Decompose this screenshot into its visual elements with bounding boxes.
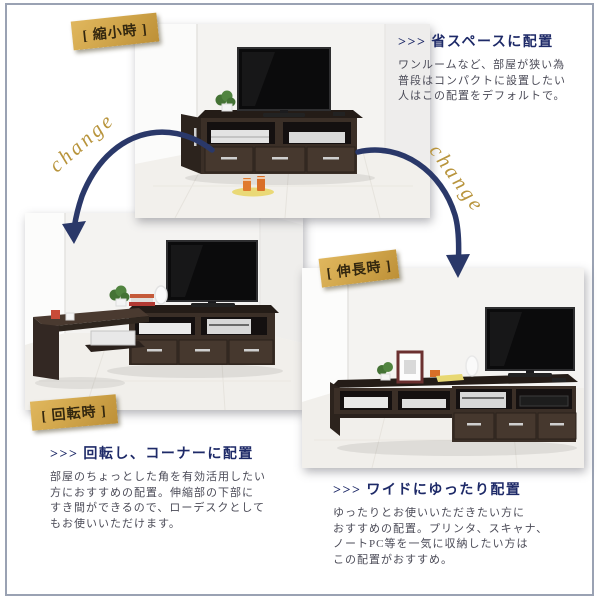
compact-description: ワンルームなど、部屋が狭い為 普段はコンパクトに設置したい 人はこの配置をデフォ…: [398, 59, 566, 102]
desk-shadow: [35, 377, 125, 389]
section-extended-text: >>> ワイドにゆったり配置 ゆったりとお使いいただきたい方に おすすめの配置。…: [333, 479, 573, 568]
av-device: [519, 395, 569, 407]
tv: [485, 307, 575, 377]
plant: [377, 362, 393, 381]
audio-component: [460, 392, 506, 408]
plant: [215, 90, 236, 112]
tv-board-main: [125, 305, 279, 365]
rotated-description: 部屋のちょっとした角を有効活用したい 方におすすめの配置。伸縮部の下部に すき間…: [50, 471, 266, 530]
rotated-room-illustration: [25, 213, 303, 410]
tag-rotated-state: [ 回転時 ]: [29, 394, 119, 431]
extended-heading: >>> ワイドにゆったり配置: [333, 483, 522, 498]
av-device: [344, 397, 388, 408]
remote-control: [552, 378, 566, 382]
picture-frame: [396, 350, 424, 384]
orange-item: [430, 370, 440, 377]
av-device: [139, 323, 191, 334]
compact-heading: >>> 省スペースに配置: [398, 35, 554, 50]
board-shadow: [185, 171, 375, 185]
section-rotated-text: >>> 回転し、コーナーに配置 部屋のちょっとした角を有効活用したい 方におすす…: [50, 443, 285, 532]
photo-rotated-placement: [25, 213, 303, 410]
cups: [51, 310, 75, 321]
rotated-heading: >>> 回転し、コーナーに配置: [50, 447, 254, 462]
board-shadow: [337, 440, 577, 456]
tv: [237, 47, 331, 117]
extended-description: ゆったりとお使いいただきたい方に おすすめの配置。プリンタ、スキャナ、 ノートP…: [333, 507, 549, 566]
books-stack: [129, 294, 155, 306]
av-device: [289, 132, 345, 143]
yellow-notebook: [436, 374, 464, 382]
section-compact-text: >>> 省スペースに配置 ワンルームなど、部屋が狭い為 普段はコンパクトに設置し…: [398, 31, 588, 105]
tv-board-long: [330, 374, 578, 442]
audio-component: [207, 319, 251, 334]
plant: [109, 285, 130, 307]
lamp: [154, 285, 168, 305]
extension-desk: [33, 308, 149, 380]
change-label-left: change: [44, 107, 120, 177]
av-device: [402, 399, 446, 408]
compact-room-illustration: [135, 24, 430, 218]
tv-board: [181, 110, 363, 174]
photo-extended-placement: [302, 268, 584, 468]
extended-room-illustration: [302, 268, 584, 468]
photo-compact-placement: [135, 24, 430, 218]
floor-tray: [232, 176, 274, 197]
tv: [166, 240, 258, 307]
board-shadow: [107, 364, 283, 378]
remote-control: [333, 112, 345, 116]
av-device: [90, 330, 136, 346]
lamp: [465, 355, 479, 377]
